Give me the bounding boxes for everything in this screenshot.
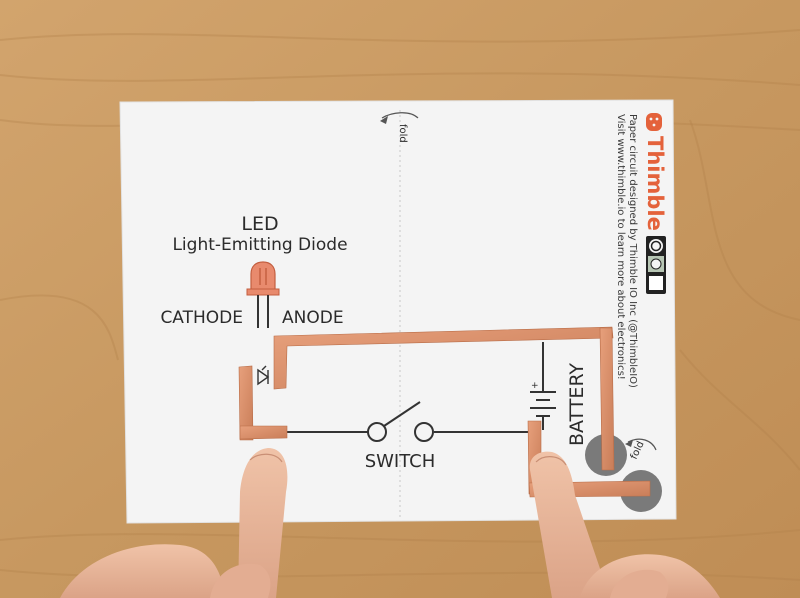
brand-name: Thimble bbox=[643, 136, 667, 231]
brand-block: Thimble Paper circuit designed by Thimbl… bbox=[615, 113, 667, 388]
battery-plus: + bbox=[531, 381, 539, 391]
creative-commons-by-icon bbox=[646, 236, 666, 294]
fold-arrow-side bbox=[625, 438, 657, 451]
left-hand bbox=[60, 448, 288, 598]
paper-sheet bbox=[119, 99, 677, 524]
diode-symbol bbox=[257, 365, 270, 386]
battery-label: BATTERY bbox=[566, 363, 588, 446]
led-icon bbox=[246, 261, 280, 328]
led-title: LED bbox=[241, 213, 278, 235]
fold-label-top: fold bbox=[397, 124, 408, 143]
switch-label: SWITCH bbox=[365, 451, 436, 472]
brand-line-2: Visit www.thimble.io to learn more about… bbox=[615, 114, 626, 380]
anode-label: ANODE bbox=[282, 308, 344, 328]
led-subtitle: Light-Emitting Diode bbox=[172, 235, 347, 255]
fold-arrow-top bbox=[380, 112, 419, 124]
thimble-logo-icon bbox=[646, 113, 662, 131]
brand-line-1: Paper circuit designed by Thimble IO Inc… bbox=[627, 114, 638, 388]
cathode-label: CATHODE bbox=[160, 308, 243, 328]
switch-symbol bbox=[367, 401, 434, 442]
right-hand bbox=[529, 451, 720, 598]
circuit-wires bbox=[282, 342, 544, 433]
